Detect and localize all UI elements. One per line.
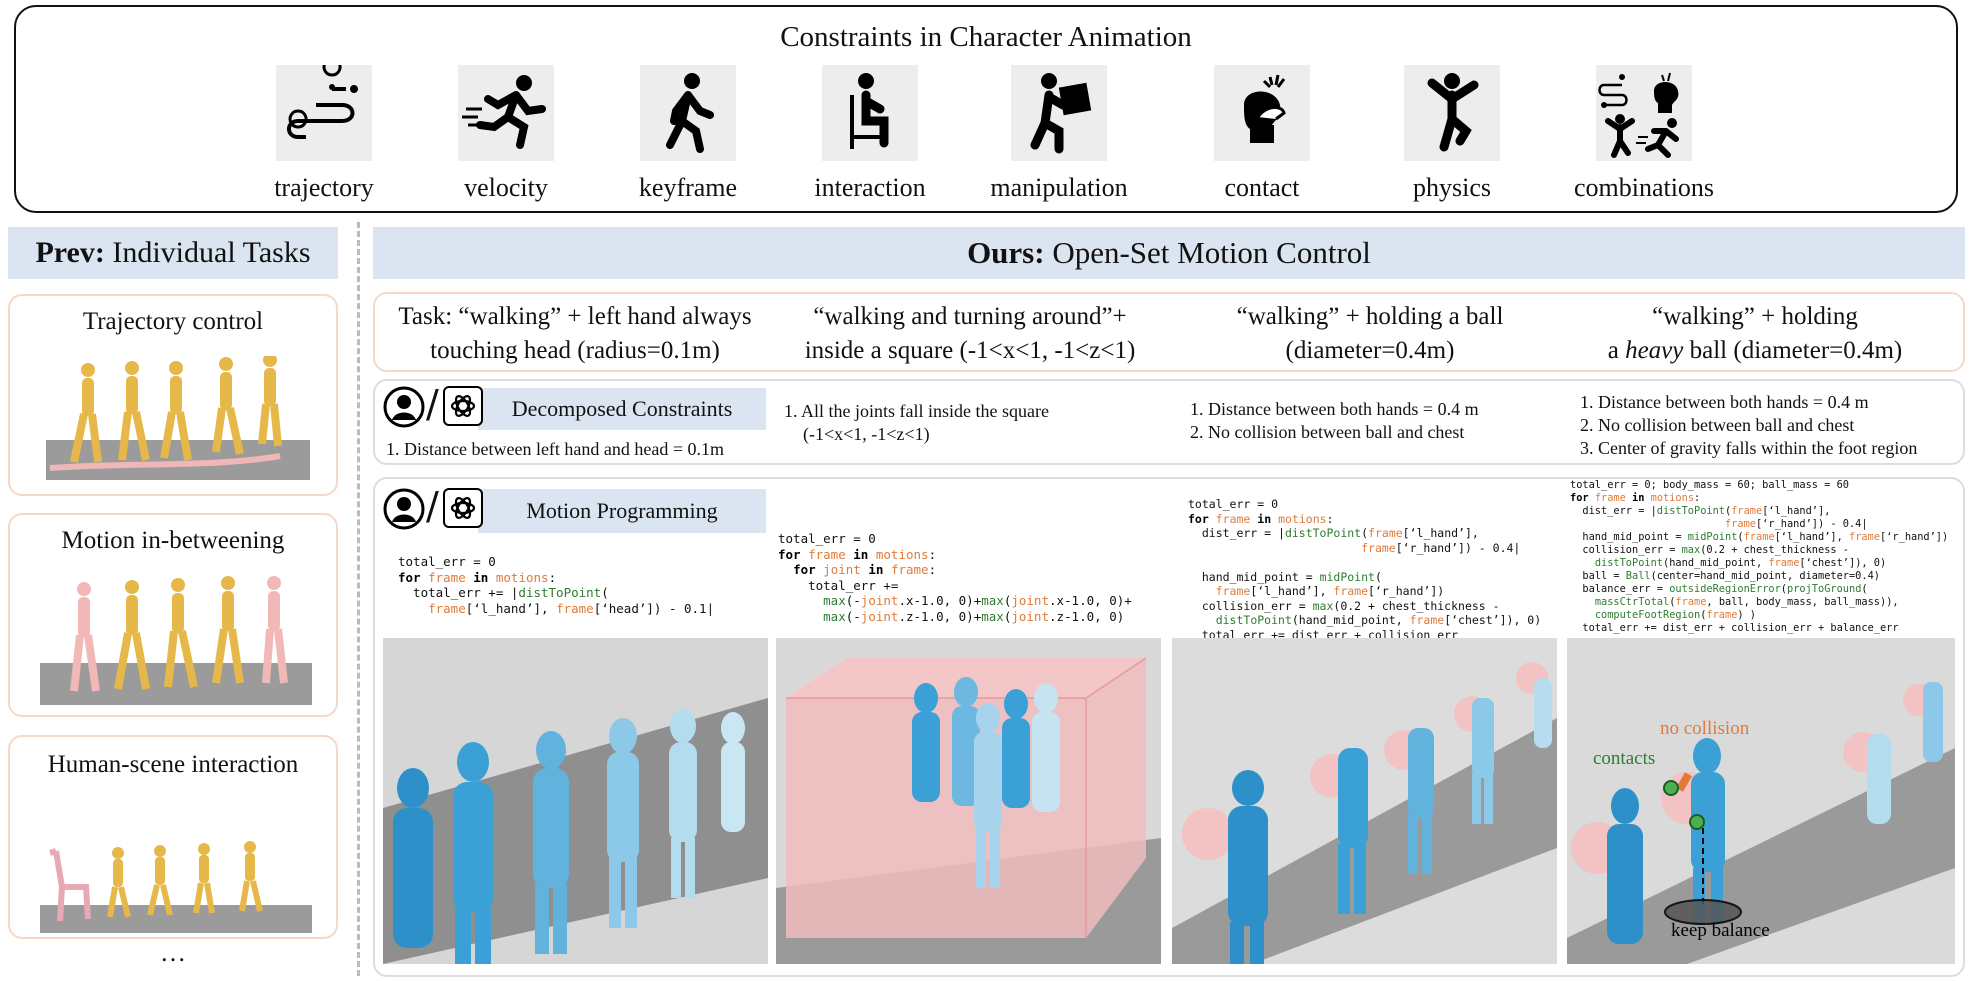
ours-header-bold: Ours: [967, 235, 1045, 270]
inbetweening-render [40, 576, 312, 705]
task-3: “walking” + holding a ball (diameter=0.4m… [1180, 300, 1560, 368]
walking-icon [640, 65, 736, 161]
constraint-label: physics [1413, 173, 1491, 202]
motion-programming-label: Motion Programming [478, 489, 766, 533]
user-icon [383, 488, 425, 530]
constraints-list-2: 1. All the joints fall inside the square… [784, 401, 1049, 444]
constraint-label: velocity [464, 173, 548, 202]
prev-header: Prev: Individual Tasks [8, 227, 338, 279]
ours-header: Ours: Open-Set Motion Control [373, 227, 1965, 279]
no-collision-annotation: no collision [1660, 718, 1750, 739]
more-tasks-ellipsis: … [160, 938, 186, 967]
constraint-label: interaction [814, 173, 926, 202]
decomposed-constraints-label: Decomposed Constraints [478, 388, 766, 430]
task-line: “walking” + holding [1652, 303, 1858, 330]
banner-title: Constraints in Character Animation [780, 21, 1192, 53]
constraint-label: keyframe [638, 173, 738, 202]
task-line: (diameter=0.4m) [1285, 337, 1455, 364]
code-block-3: total_err = 0 for frame in motions: dist… [1188, 497, 1542, 642]
balance-icon [1404, 65, 1500, 161]
running-icon [458, 65, 554, 161]
task-line: “walking” + holding a ball [1236, 303, 1504, 330]
task-line: “walking and turning around”+ [813, 303, 1127, 330]
constraints-banner: Constraints in Character Animation traje… [14, 5, 1958, 213]
scene-interaction-render [40, 841, 312, 933]
code-block-2: total_err = 0 for frame in motions: for … [778, 531, 1132, 624]
decomposed-constraints-row [373, 379, 1965, 465]
task-2: “walking and turning around”+ inside a sq… [770, 300, 1170, 368]
contacts-annotation: contacts [1593, 748, 1656, 769]
task-line: a heavy ball (diameter=0.4m) [1607, 337, 1903, 364]
motion-programming-row [373, 477, 1965, 977]
render-heavy-ball: no collision contacts keep balance [1567, 638, 1955, 964]
code-block-4: total_err = 0; body_mass = 60; ball_mass… [1570, 479, 1949, 634]
constraint-label: manipulation [990, 173, 1128, 202]
prev-header-bold: Prev: [35, 236, 105, 269]
constraint-label: trajectory [274, 173, 374, 202]
prev-header-rest: Individual Tasks [104, 236, 311, 269]
user-icon [383, 386, 425, 428]
slash-separator: / [426, 382, 439, 426]
task-4: “walking” + holding a heavy ball (diamet… [1565, 300, 1945, 368]
prev-card-trajectory: Trajectory control [8, 294, 338, 496]
chatgpt-icon [443, 386, 483, 426]
constraints-list-1: 1. Distance between left hand and head =… [386, 439, 725, 459]
carrying-box-icon [1011, 65, 1107, 161]
render-holding-ball [1172, 638, 1557, 964]
combination-icon [1596, 65, 1692, 161]
task-line: Task: “walking” + left hand always [398, 303, 752, 330]
column-divider [357, 222, 360, 976]
task-1: Task: “walking” + left hand always touchi… [378, 300, 772, 368]
sitting-icon [822, 65, 918, 161]
code-block-1: total_err = 0 for frame in motions: tota… [398, 554, 715, 616]
prev-card-inbetweening: Motion in-betweening [8, 513, 338, 717]
prev-card-scene-interaction: Human-scene interaction [8, 735, 338, 939]
prev-card-title: Human-scene interaction [47, 751, 299, 778]
render-inside-square [776, 638, 1161, 964]
keep-balance-annotation: keep balance [1671, 920, 1770, 941]
render-hand-on-head [383, 638, 768, 964]
constraint-label: contact [1224, 173, 1300, 202]
constraint-label: combinations [1573, 173, 1715, 202]
prev-card-title: Trajectory control [82, 308, 264, 335]
chatgpt-icon [443, 488, 483, 528]
head-contact-icon [1214, 65, 1310, 161]
trajectory-render [46, 356, 310, 480]
task-row [373, 292, 1965, 372]
task-line: inside a square (-1<x<1, -1<z<1) [804, 337, 1136, 364]
trajectory-icon [276, 65, 372, 161]
ours-header-rest: Open-Set Motion Control [1044, 235, 1371, 270]
slash-separator: / [426, 484, 439, 528]
task-line: touching head (radius=0.1m) [430, 337, 720, 364]
prev-card-title: Motion in-betweening [61, 527, 285, 554]
